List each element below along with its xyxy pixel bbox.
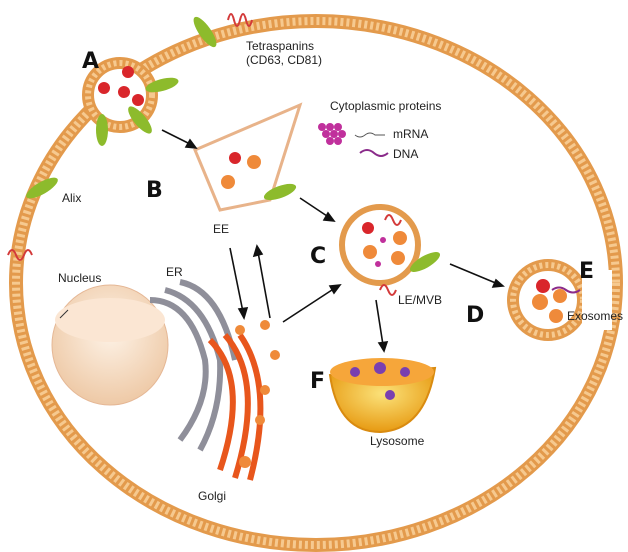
alix-icon <box>193 16 217 48</box>
label-tetraspanins-cd: (CD63, CD81) <box>246 53 322 67</box>
vesicles <box>235 320 280 468</box>
alix-icon <box>128 106 152 134</box>
alix-icon <box>96 114 108 146</box>
proteins-a <box>98 66 144 106</box>
dna-icon <box>359 149 389 157</box>
tetraspanin-icon <box>7 249 33 261</box>
label-a: A <box>82 49 99 74</box>
label-golgi: Golgi <box>198 489 226 503</box>
label-dna: DNA <box>393 147 418 161</box>
label-d: D <box>466 303 484 328</box>
label-e: E <box>579 259 594 284</box>
mrna-icon <box>354 132 385 138</box>
exosomes <box>532 279 581 323</box>
tetraspanin-icon <box>227 13 253 27</box>
label-alix: Alix <box>62 191 81 205</box>
early-endosome <box>193 102 303 212</box>
label-ee: EE <box>213 222 229 236</box>
cytoplasmic-proteins-icon <box>318 123 346 145</box>
label-cytoplasmic-proteins: Cytoplasmic proteins <box>330 99 441 113</box>
label-mrna: mRNA <box>393 127 428 141</box>
label-exosomes: Exosomes <box>567 309 623 323</box>
plasma-membrane <box>9 14 623 552</box>
label-b: B <box>146 178 163 203</box>
label-lysosome: Lysosome <box>370 434 425 448</box>
label-tetraspanins: Tetraspanins <box>246 39 314 53</box>
arrows <box>161 129 505 353</box>
alix-icon <box>26 177 58 199</box>
golgi-apparatus <box>207 333 264 481</box>
lysosome <box>328 358 437 434</box>
alix-icon <box>145 77 179 93</box>
label-le-mvb: LE/MVB <box>398 293 442 307</box>
late-endosome-mvb <box>339 204 441 296</box>
label-er: ER <box>166 265 183 279</box>
nucleus <box>51 284 169 406</box>
label-nucleus: Nucleus <box>58 271 101 285</box>
label-f: F <box>310 369 325 394</box>
label-c: C <box>310 244 326 269</box>
